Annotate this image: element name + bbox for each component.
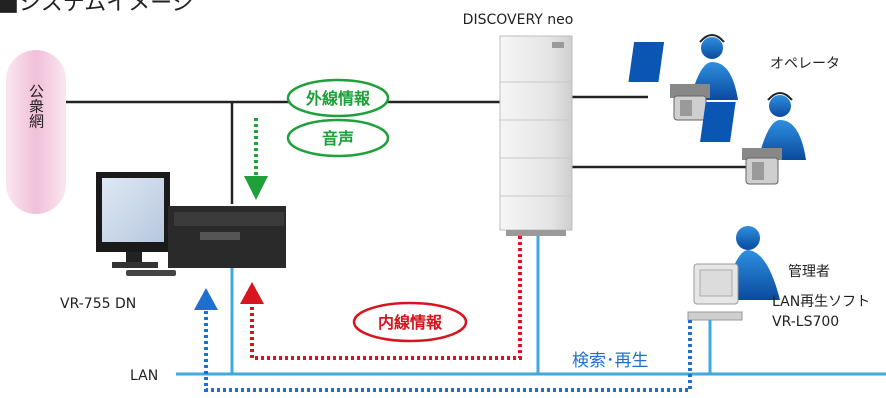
- admin-software-name: LAN再生ソフト: [772, 294, 870, 310]
- lan-lines: [176, 236, 886, 376]
- page-title: ■システムイメージ: [0, 0, 194, 16]
- recorder-pc: [96, 172, 286, 276]
- recorder-label: VR-755 DN: [60, 296, 136, 312]
- search-playback-path: [194, 288, 692, 392]
- voice-label: 音声: [322, 129, 354, 148]
- operator-2: [700, 92, 806, 185]
- internal-info-label: 内線情報: [378, 313, 443, 332]
- public-network-cloud: 公衆網: [6, 50, 66, 214]
- internal-info-path: [240, 236, 522, 360]
- external-info-label: 外線情報: [305, 89, 371, 108]
- pbx-tower: [499, 35, 573, 236]
- public-network-label: 公衆網: [27, 84, 45, 130]
- admin-station: [687, 226, 780, 321]
- internal-info-bubble: 内線情報: [352, 301, 468, 343]
- pbx-label: DISCOVERY neo: [463, 12, 574, 28]
- lan-label: LAN: [130, 368, 158, 384]
- operator-label: オペレータ: [770, 56, 840, 72]
- external-info-arrow: [244, 118, 268, 200]
- admin-software-model: VR-LS700: [772, 314, 839, 330]
- trunk-lines: [66, 95, 746, 204]
- operator-1: [628, 34, 738, 121]
- external-info-bubble: 外線情報: [286, 78, 390, 118]
- admin-label: 管理者: [788, 264, 830, 280]
- search-playback-label: 検索･再生: [572, 351, 649, 371]
- voice-bubble: 音声: [286, 118, 390, 158]
